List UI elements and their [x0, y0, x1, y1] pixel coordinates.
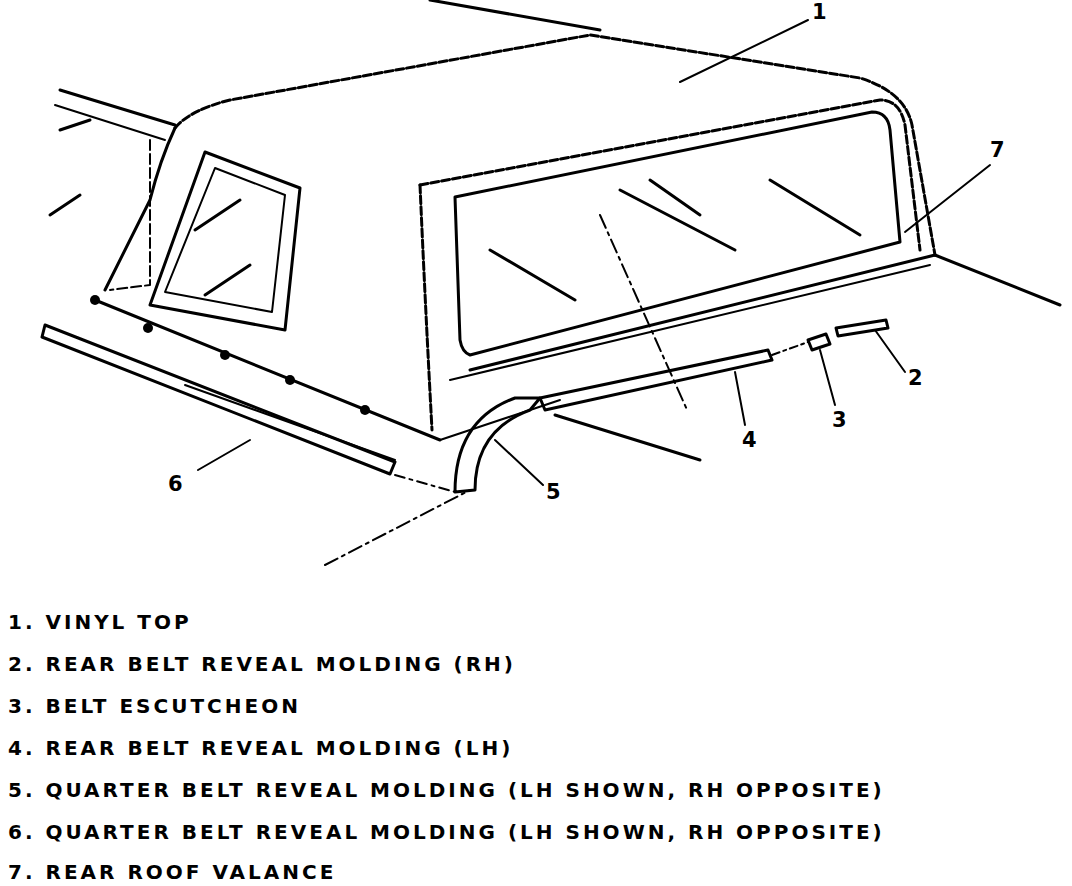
quarter-belt-line: [95, 300, 440, 440]
callout-number: 6: [168, 474, 183, 495]
rear-belt-line: [470, 255, 935, 370]
quarter-belt-molding-corner: [455, 398, 540, 492]
body-line: [60, 90, 175, 125]
rear-belt-molding-rh: [836, 320, 888, 336]
legend-line: 4. REAR BELT REVEAL MOLDING (LH): [8, 738, 513, 758]
legend-line: 5. QUARTER BELT REVEAL MOLDING (LH SHOWN…: [8, 780, 885, 800]
glass-shade: [50, 195, 80, 215]
body-line: [935, 255, 1060, 305]
callout-number: 5: [546, 482, 561, 503]
belt-escutcheon: [808, 334, 830, 350]
deck-line: [555, 415, 700, 460]
leader-line: [198, 20, 990, 485]
legend-line: 6. QUARTER BELT REVEAL MOLDING (LH SHOWN…: [8, 822, 885, 842]
callout-number: 1: [812, 2, 827, 23]
callout-number: 3: [832, 410, 847, 431]
door-edge: [110, 140, 150, 290]
legend-line: 3. BELT ESCUTCHEON: [8, 696, 301, 716]
body-line: [430, 0, 600, 30]
body-line: [55, 105, 165, 140]
callout-number: 2: [908, 368, 923, 389]
rear-window-frame: [420, 100, 920, 250]
c-pillar: [420, 185, 432, 430]
glass-shade: [60, 120, 90, 130]
side-window: [150, 152, 300, 330]
vinyl-top-edge: [175, 35, 935, 255]
callout-number: 4: [742, 430, 757, 451]
legend-line: 7. REAR ROOF VALANCE: [8, 862, 336, 882]
side-window: [165, 168, 285, 312]
rear-belt-line: [450, 265, 930, 380]
quarter-belt-molding: [42, 325, 395, 474]
legend-line: 2. REAR BELT REVEAL MOLDING (RH): [8, 654, 516, 674]
legend-line: 1. VINYL TOP: [8, 612, 192, 632]
callout-number: 7: [990, 140, 1005, 161]
